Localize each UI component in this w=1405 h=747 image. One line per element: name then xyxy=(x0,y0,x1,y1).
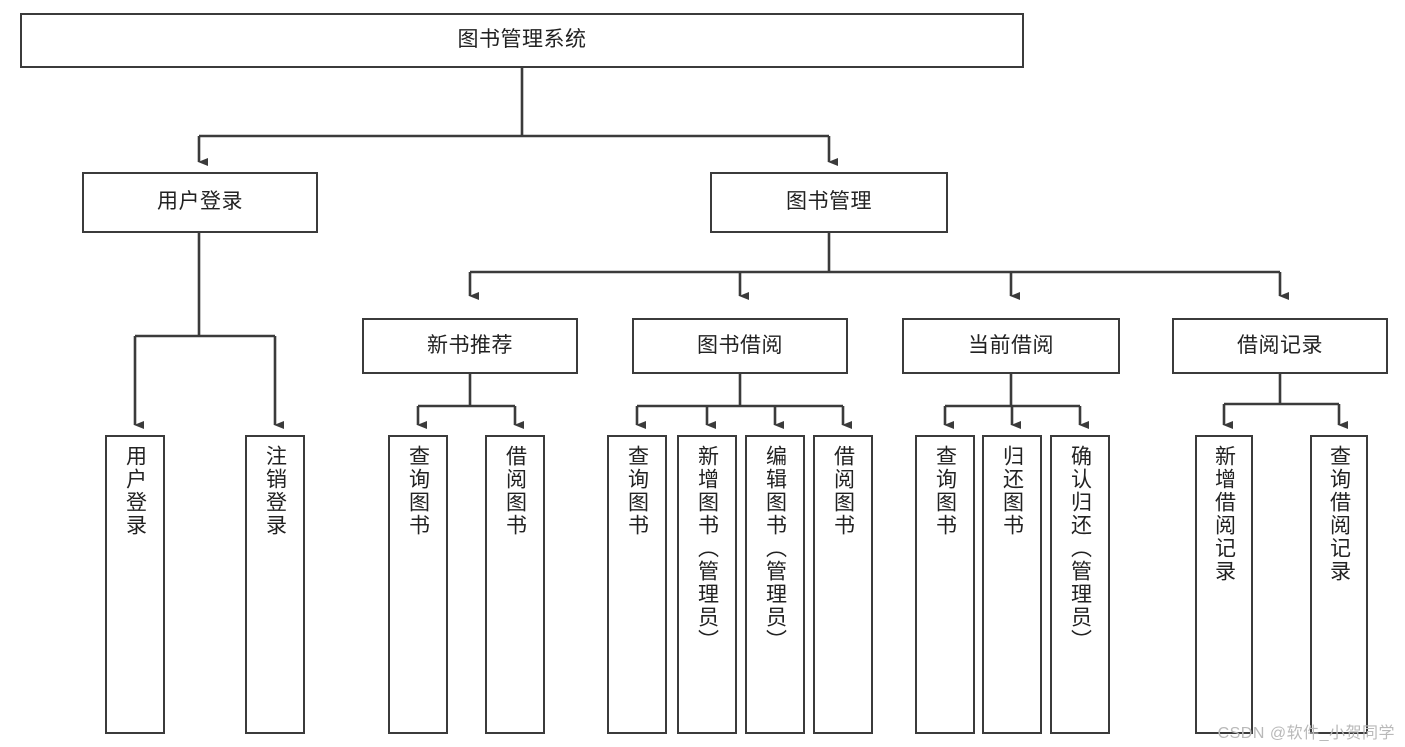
node-leaf-add-book-label: 新增图书（管理员） xyxy=(695,445,719,652)
node-user-login-label: 用户登录 xyxy=(157,190,243,214)
node-leaf-borrow-book-1[interactable]: 借阅图书 xyxy=(485,435,545,734)
watermark: CSDN @软件_小贺同学 xyxy=(1217,725,1395,742)
node-borrow-record-label: 借阅记录 xyxy=(1237,333,1323,357)
node-leaf-edit-book-label: 编辑图书（管理员） xyxy=(763,445,787,652)
node-leaf-edit-book[interactable]: 编辑图书（管理员） xyxy=(745,435,805,734)
node-leaf-query-book-3[interactable]: 查询图书 xyxy=(915,435,975,734)
node-book-borrow-label: 图书借阅 xyxy=(697,333,783,357)
node-leaf-logout-login-label: 注销登录 xyxy=(263,445,287,537)
node-root-label: 图书管理系统 xyxy=(457,28,587,52)
node-leaf-query-book-1[interactable]: 查询图书 xyxy=(388,435,448,734)
node-book-management[interactable]: 图书管理 xyxy=(710,172,948,233)
node-borrow-record[interactable]: 借阅记录 xyxy=(1172,318,1388,374)
node-leaf-confirm-return[interactable]: 确认归还（管理员） xyxy=(1050,435,1110,734)
node-leaf-query-book-2[interactable]: 查询图书 xyxy=(607,435,667,734)
node-book-borrow[interactable]: 图书借阅 xyxy=(632,318,848,374)
node-leaf-return-book-label: 归还图书 xyxy=(1000,445,1024,537)
node-book-management-label: 图书管理 xyxy=(786,190,872,214)
node-new-book-recommend[interactable]: 新书推荐 xyxy=(362,318,578,374)
node-leaf-borrow-book-1-label: 借阅图书 xyxy=(503,445,527,537)
node-leaf-query-book-2-label: 查询图书 xyxy=(625,445,649,537)
node-leaf-add-book[interactable]: 新增图书（管理员） xyxy=(677,435,737,734)
node-leaf-user-login-label: 用户登录 xyxy=(123,445,147,537)
node-leaf-query-record-label: 查询借阅记录 xyxy=(1327,445,1351,583)
node-leaf-query-book-1-label: 查询图书 xyxy=(406,445,430,537)
node-leaf-query-record[interactable]: 查询借阅记录 xyxy=(1310,435,1368,734)
node-leaf-query-book-3-label: 查询图书 xyxy=(933,445,957,537)
node-leaf-add-record-label: 新增借阅记录 xyxy=(1212,445,1236,583)
node-leaf-confirm-return-label: 确认归还（管理员） xyxy=(1068,445,1092,652)
node-leaf-borrow-book-2-label: 借阅图书 xyxy=(831,445,855,537)
node-leaf-borrow-book-2[interactable]: 借阅图书 xyxy=(813,435,873,734)
node-current-borrow[interactable]: 当前借阅 xyxy=(902,318,1120,374)
node-leaf-return-book[interactable]: 归还图书 xyxy=(982,435,1042,734)
node-leaf-logout-login[interactable]: 注销登录 xyxy=(245,435,305,734)
node-root[interactable]: 图书管理系统 xyxy=(20,13,1024,68)
node-leaf-user-login[interactable]: 用户登录 xyxy=(105,435,165,734)
node-leaf-add-record[interactable]: 新增借阅记录 xyxy=(1195,435,1253,734)
node-new-book-recommend-label: 新书推荐 xyxy=(427,333,513,357)
node-current-borrow-label: 当前借阅 xyxy=(968,333,1054,357)
node-user-login[interactable]: 用户登录 xyxy=(82,172,318,233)
